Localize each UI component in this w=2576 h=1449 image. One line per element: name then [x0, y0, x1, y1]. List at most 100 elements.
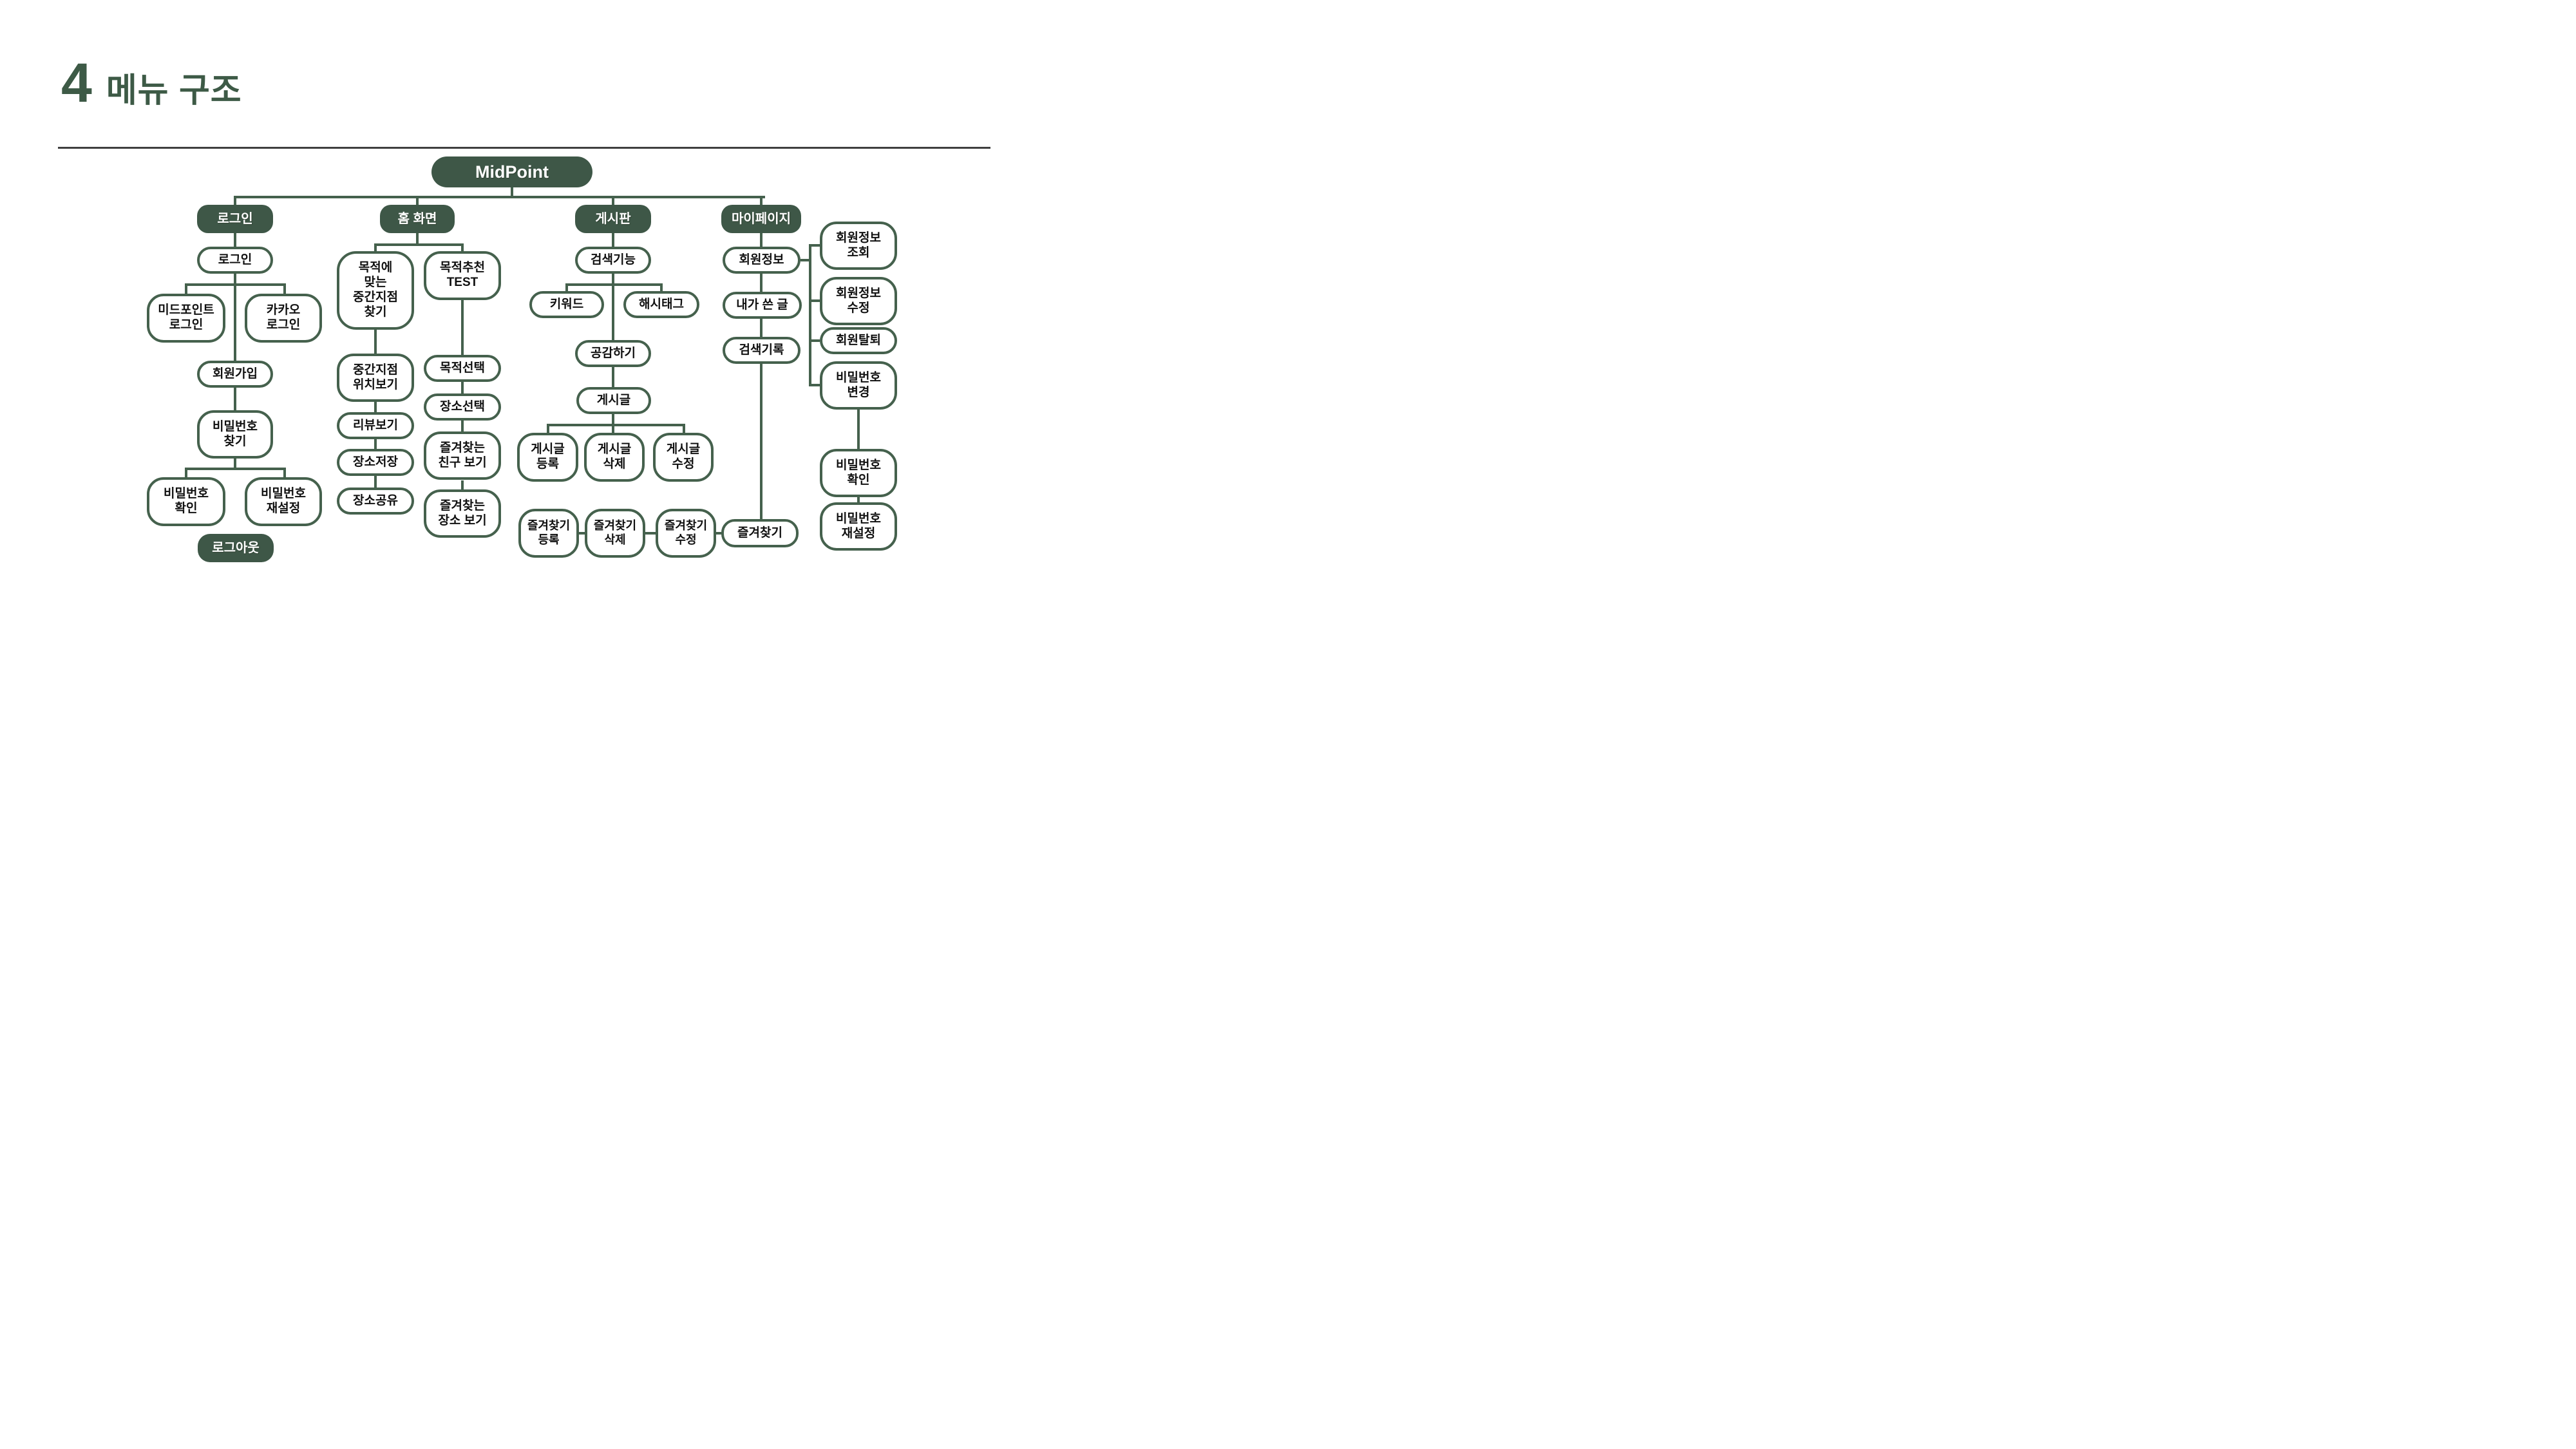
connector-line: [185, 468, 286, 470]
connector-line: [461, 480, 464, 489]
connector-line: [511, 187, 513, 196]
node-mypage-header: 마이페이지: [721, 205, 801, 233]
connector-line: [283, 283, 286, 294]
connector-line: [612, 233, 614, 247]
node-fav-places-view: 즐겨찾는 장소 보기: [424, 489, 501, 538]
node-root: MidPoint: [431, 156, 592, 187]
connector-line: [283, 468, 286, 477]
connector-line: [683, 424, 685, 433]
node-favorites: 즐겨찾기: [721, 519, 799, 547]
node-logout: 로그아웃: [198, 534, 274, 562]
connector-line: [565, 283, 663, 286]
connector-line: [461, 382, 464, 393]
node-search-history: 검색기록: [723, 337, 800, 364]
connector-line: [760, 364, 762, 519]
connector-line: [185, 283, 286, 286]
node-my-posts: 내가 쓴 글: [723, 292, 802, 319]
connector-line: [809, 244, 811, 386]
node-fav-friends-view: 즐겨찾는 친구 보기: [424, 431, 501, 480]
node-pw-find: 비밀번호 찾기: [197, 410, 273, 459]
connector-line: [809, 384, 820, 386]
node-signup: 회원가입: [197, 361, 273, 388]
node-keyword: 키워드: [529, 291, 604, 318]
node-pw-confirm-2: 비밀번호 확인: [820, 449, 897, 497]
node-pw-reset: 비밀번호 재설정: [245, 477, 322, 526]
connector-line: [800, 259, 809, 261]
connector-line: [547, 424, 685, 426]
node-place-select: 장소선택: [424, 393, 501, 421]
connector-line: [234, 196, 236, 205]
node-hashtag: 해시태그: [623, 291, 699, 318]
connector-line: [234, 274, 236, 361]
node-pw-confirm: 비밀번호 확인: [147, 477, 225, 526]
connector-line: [857, 410, 860, 449]
node-board-header: 게시판: [575, 205, 651, 233]
connector-line: [185, 468, 187, 477]
connector-line: [612, 424, 614, 433]
title-label: 메뉴 구조: [106, 72, 242, 109]
node-member-info-edit: 회원정보 수정: [820, 277, 897, 325]
connector-line: [760, 196, 762, 205]
connector-line: [416, 196, 419, 205]
page-title: 4 메뉴 구조: [61, 55, 242, 111]
node-sympathy: 공감하기: [575, 340, 651, 367]
node-place-save: 장소저장: [337, 449, 414, 476]
connector-line: [374, 330, 377, 354]
connector-line: [809, 244, 820, 247]
connector-line: [374, 439, 377, 449]
node-search-feature: 검색기능: [575, 247, 651, 274]
node-member-info-view: 회원정보 조회: [820, 222, 897, 270]
connector-line: [645, 532, 657, 535]
node-post-create: 게시글 등록: [517, 433, 578, 482]
node-pw-reset-2: 비밀번호 재설정: [820, 502, 897, 551]
node-post: 게시글: [576, 387, 651, 414]
connector-line: [234, 459, 236, 468]
node-post-delete: 게시글 삭제: [584, 433, 645, 482]
connector-line: [578, 532, 585, 535]
node-purpose-select: 목적선택: [424, 355, 501, 382]
node-post-edit: 게시글 수정: [653, 433, 714, 482]
connector-line: [461, 300, 464, 355]
title-number: 4: [61, 52, 92, 114]
node-purpose-test: 목적추천 TEST: [424, 251, 501, 300]
connector-line: [461, 421, 464, 431]
node-pw-change: 비밀번호 변경: [820, 361, 897, 410]
connector-line: [234, 388, 236, 410]
connector-line: [461, 243, 464, 251]
connector-line: [857, 497, 860, 502]
connector-line: [612, 367, 614, 387]
connector-line: [374, 243, 464, 246]
node-home-header: 홈 화면: [380, 205, 455, 233]
node-midpoint-location-view: 중간지점 위치보기: [337, 354, 414, 402]
connector-line: [760, 319, 762, 337]
connector-line: [416, 233, 419, 243]
node-review-view: 리뷰보기: [337, 412, 414, 439]
node-kakao-login: 카카오 로그인: [245, 294, 322, 343]
connector-line: [612, 196, 614, 205]
connector-line: [374, 476, 377, 488]
connector-line: [612, 414, 614, 424]
connector-line: [660, 283, 663, 291]
connector-line: [714, 532, 721, 535]
connector-line: [760, 233, 762, 247]
node-midpoint-login: 미드포인트 로그인: [147, 294, 225, 343]
connector-line: [234, 233, 236, 247]
connector-line: [547, 424, 549, 433]
node-fav-edit: 즐겨찾기 수정: [656, 509, 716, 558]
connector-line: [234, 196, 765, 198]
node-fav-create: 즐겨찾기 등록: [518, 509, 579, 558]
node-place-share: 장소공유: [337, 488, 414, 515]
node-member-info: 회원정보: [723, 247, 800, 274]
connector-line: [374, 243, 377, 251]
node-login: 로그인: [197, 247, 273, 274]
connector-line: [374, 402, 377, 412]
node-fav-delete: 즐겨찾기 삭제: [585, 509, 645, 558]
node-member-withdraw: 회원탈퇴: [820, 327, 897, 354]
node-purpose-midpoint-find: 목적에 맞는 중간지점 찾기: [337, 251, 414, 330]
connector-line: [612, 274, 614, 340]
connector-line: [809, 339, 820, 342]
title-divider: [58, 147, 990, 149]
connector-line: [565, 283, 568, 291]
